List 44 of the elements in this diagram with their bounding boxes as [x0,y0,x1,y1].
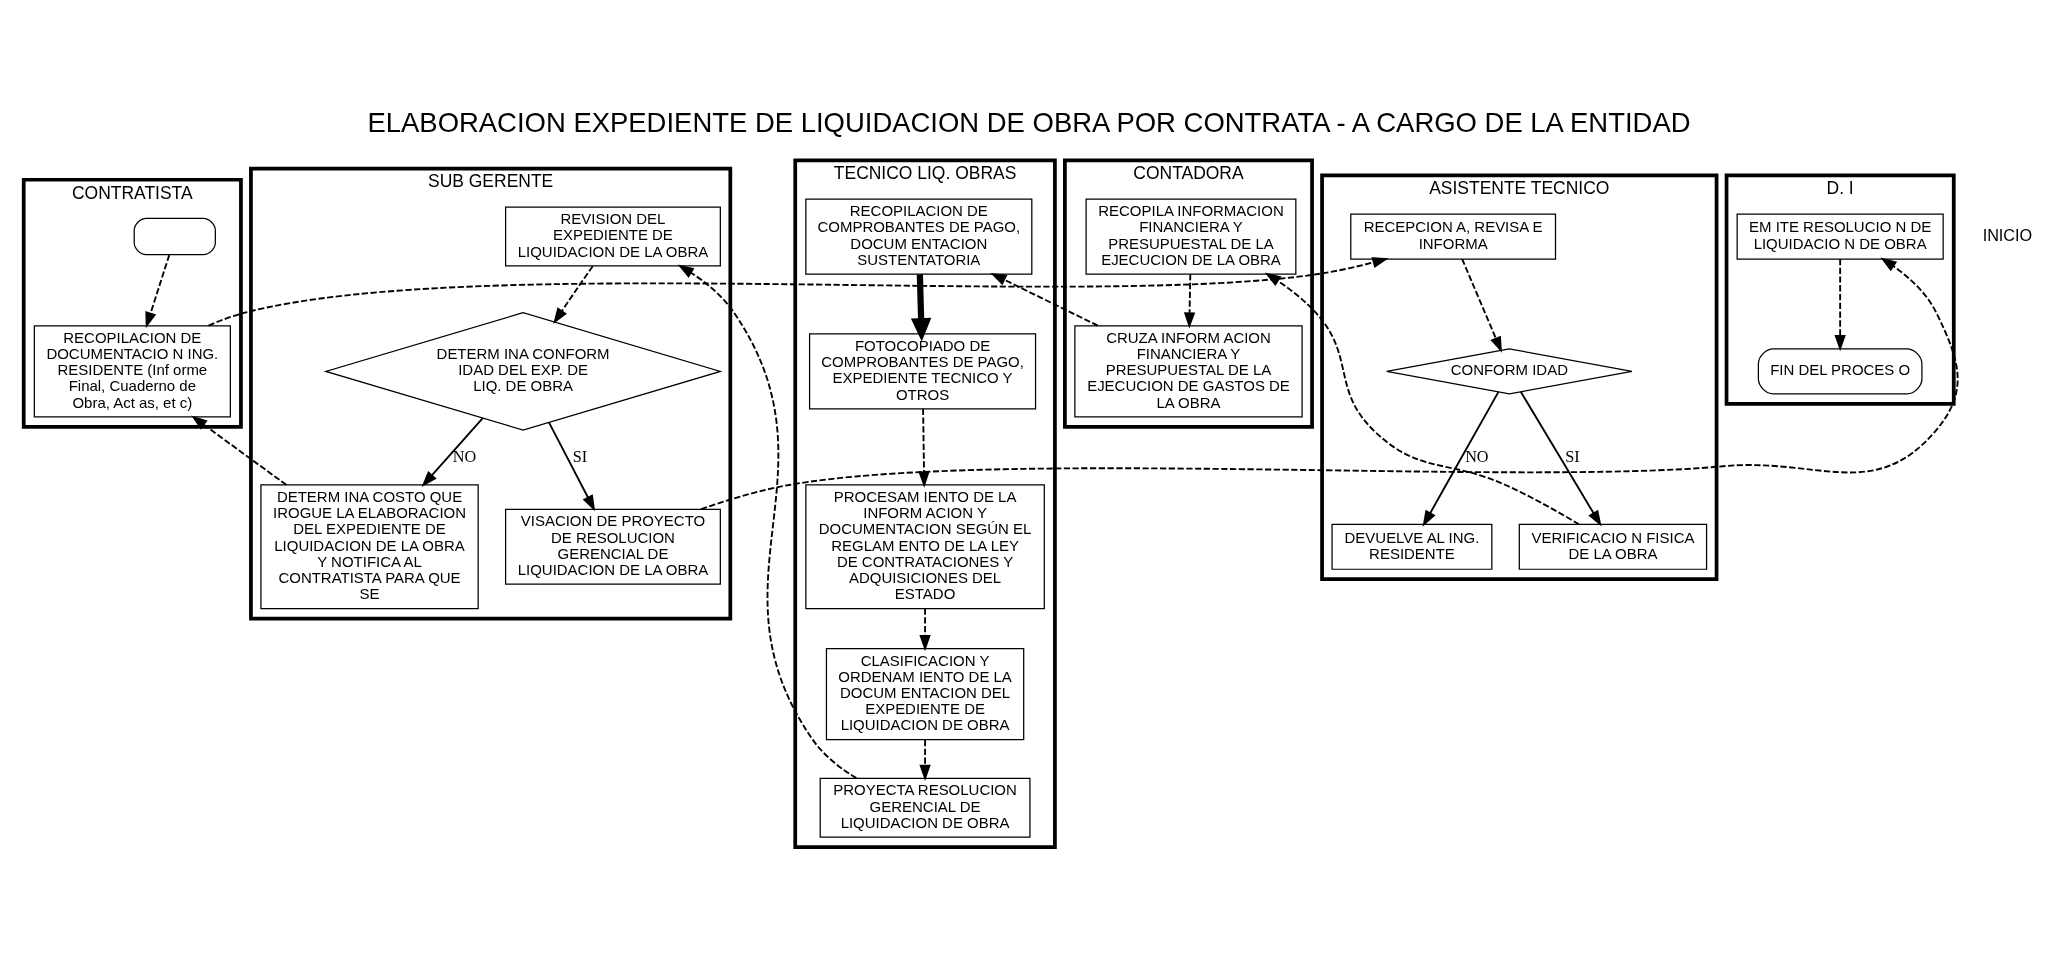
node-box: RECEPCION A, REVISA E INFORMA [1350,213,1557,260]
arrow [191,415,288,486]
edge-label: SI [572,447,588,466]
node-diamond: CONFORM IDAD [1386,348,1633,395]
node-box: PROYECTA RESOLUCION GERENCIAL DE LIQUIDACION DE OBRA [819,777,1031,838]
node-box: PROCESAM IENTO DE LA INFORM ACION Y DOCUMENTACION SEGÚN EL REGLAM ENTO DE LA LEY DE CONTRATACIONES Y ADQUISICIONES DEL ESTADO [805,484,1045,610]
node-box: RECOPILA INFORMACION FINANCIERA Y PRESUPUESTAL DE LA EJECUCION DE LA OBRA [1085,198,1297,275]
arrow [145,254,171,329]
node-box: CRUZA INFORM ACION FINANCIERA Y PRESUPUESTAL DE LA EJECUCION DE GASTOS DE LA OBRA [1074,325,1303,418]
arrow [1519,390,1602,527]
arrow [553,265,594,325]
arrow [1834,258,1846,352]
diagram-title: ELABORACION EXPEDIENTE DE LIQUIDACION DE OBRA POR CONTRATA - A CARGO DE LA ENTIDAD [367,106,1691,138]
node-box: EM ITE RESOLUCIO N DE LIQUIDACIO N DE OBRA [1736,213,1944,260]
edge-label: SI [1565,447,1580,466]
arrow [990,272,1099,327]
node-box: FOTOCOPIADO DE COMPROBANTES DE PAGO, EXPEDIENTE TECNICO Y OTROS [808,333,1037,410]
arrow [1264,272,1580,526]
node-box: VERIFICACIO N FISICA DE LA OBRA [1518,523,1708,570]
arrow [548,421,596,512]
node-box: DETERM INA COSTO QUE IROGUE LA ELABORACION DEL EXPEDIENTE DE LIQUIDACION DE LA OBRA Y NOTIFICA AL CONTRATISTA PARA QUE SE [260,484,479,610]
arrow [910,274,932,342]
node-box: FIN DEL PROCES O [1757,348,1923,395]
edge-label: NO [1465,447,1489,466]
arrow [1183,273,1196,329]
label: INICIO [1982,225,2033,244]
node-box: REVISION DEL EXPEDIENTE DE LIQUIDACION DE LA OBRA [505,206,721,267]
node-box: RECOPILACION DE COMPROBANTES DE PAGO, DOCUM ENTACION SUSTENTATORIA [805,198,1033,275]
node-box: VISACION DE PROYECTO DE RESOLUCION GERENCIAL DE LIQUIDACION DE LA OBRA [505,508,721,585]
arrow [1461,258,1502,353]
node-box: RECOPILACION DE DOCUMENTACIO N ING. RESIDENTE (Inf orme Final, Cuaderno de Obra, Act as, et c) [33,325,231,418]
arrow [1422,391,1500,527]
node-box: CLASIFICACION Y ORDENAM IENTO DE LA DOCUM ENTACION DEL EXPEDIENTE DE LIQUIDACION DE OBRA [825,647,1025,741]
edge-label: NO [452,447,477,466]
node-box: DEVUELVE AL ING. RESIDENTE [1331,523,1493,570]
arrow [421,417,484,487]
node-box [133,217,216,256]
node-diamond: DETERM INA CONFORM IDAD DEL EXP. DE LIQ. DE OBRA [323,312,723,431]
arrow [919,607,931,652]
arrow [918,407,930,488]
arrow [677,264,858,779]
arrow [919,738,931,781]
arrow [700,257,1959,511]
arrow [207,257,1389,327]
